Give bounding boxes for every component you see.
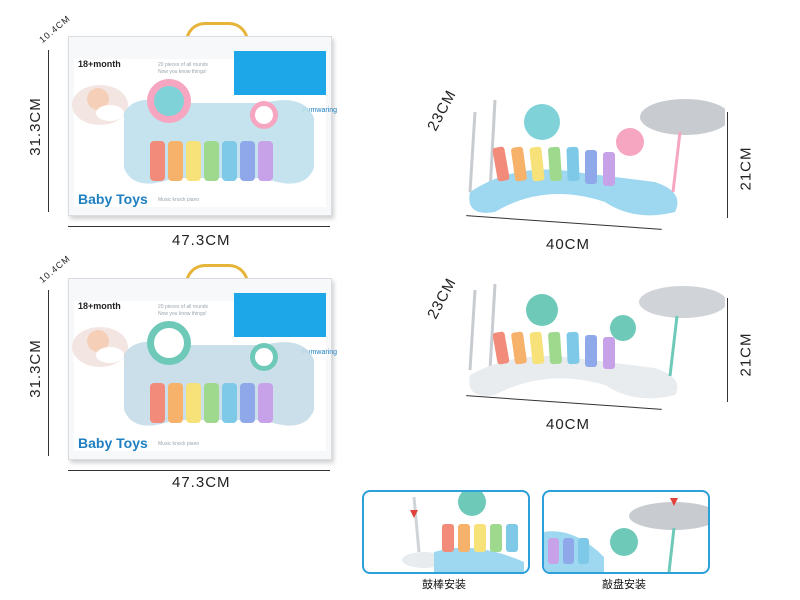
side-dim-line	[727, 298, 728, 402]
box-height-label: 31.3CM	[26, 339, 44, 398]
toy-side-label: 21CM	[737, 332, 755, 377]
toy-photo-teal	[468, 283, 725, 399]
box-blue-panel	[234, 293, 326, 337]
side-dim-line	[727, 112, 728, 218]
toy-illustration-pink	[124, 79, 314, 184]
brand-mark: Pumwaring	[302, 107, 338, 114]
width-dim-line	[68, 470, 330, 471]
detail-caption-cymbal: 敲盘安装	[602, 579, 646, 591]
box-face: 18+month 20 pieces of all rounds Now you…	[72, 51, 337, 207]
arrow-down-icon	[670, 498, 678, 506]
box-tagline-2: Now you know things!	[158, 311, 207, 317]
product-box-bottom: 18+month 20 pieces of all rounds Now you…	[68, 278, 337, 460]
brand-name: Baby Toys	[78, 435, 148, 451]
detail-caption-drumstick: 鼓棒安装	[422, 579, 466, 591]
detail-cymbal-install	[542, 490, 710, 574]
box-face: 18+month 20 pieces of all rounds Now you…	[72, 293, 337, 451]
toy-illustration-teal	[124, 321, 314, 426]
box-tagline: 20 pieces of all rounds	[158, 304, 209, 310]
baby-photo	[72, 85, 128, 125]
width-dim-line	[68, 226, 330, 227]
brand-subtitle: Music knock piano	[158, 441, 200, 447]
box-height-label: 31.3CM	[26, 97, 44, 156]
age-badge: 18+month	[78, 301, 121, 311]
toy-width-label: 40CM	[546, 236, 591, 253]
box-tagline: 20 pieces of all rounds	[158, 62, 209, 68]
box-width-label: 47.3CM	[172, 232, 231, 249]
drumstick-detail-image	[402, 492, 524, 572]
toy-width-label: 40CM	[546, 416, 591, 433]
age-badge: 18+month	[78, 59, 121, 69]
box-width-label: 47.3CM	[172, 474, 231, 491]
cymbal-detail-image	[544, 498, 708, 572]
detail-drumstick-install	[362, 490, 530, 574]
height-dim-line	[48, 50, 49, 212]
height-dim-line	[48, 290, 49, 456]
brand-mark: Pumwaring	[302, 349, 338, 356]
box-blue-panel	[234, 51, 326, 95]
baby-photo	[72, 327, 128, 367]
arrow-down-icon	[410, 510, 418, 518]
brand-subtitle: Music knock piano	[158, 197, 200, 203]
toy-side-label: 21CM	[737, 146, 755, 191]
product-box-top: 18+month 20 pieces of all rounds Now you…	[68, 36, 337, 216]
brand-name: Baby Toys	[78, 191, 148, 207]
toy-photo-pink	[468, 99, 725, 216]
box-tagline-2: Now you know things!	[158, 69, 207, 75]
